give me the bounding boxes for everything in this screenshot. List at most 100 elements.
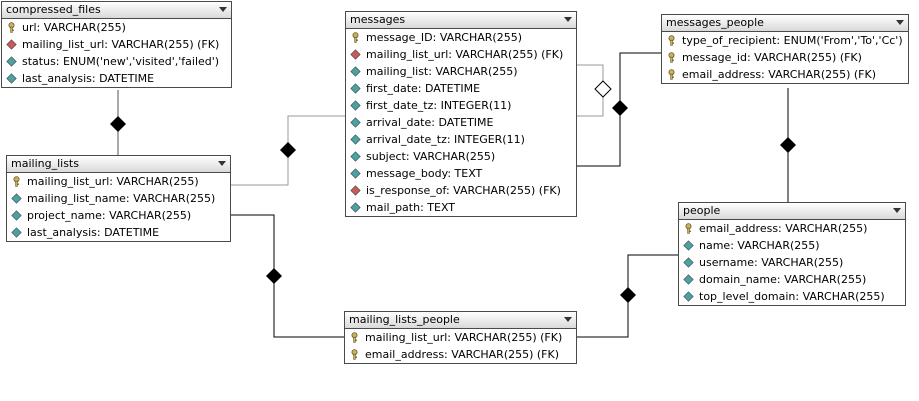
- table-column-row[interactable]: arrival_date: DATETIME: [346, 114, 576, 131]
- column-label: first_date: DATETIME: [366, 82, 481, 95]
- table-messages-people[interactable]: messages_people type_of_recipient: ENUM(…: [661, 14, 909, 84]
- chevron-down-icon[interactable]: [896, 20, 904, 25]
- table-column-row[interactable]: first_date: DATETIME: [346, 80, 576, 97]
- column-label: email_address: VARCHAR(255) (FK): [682, 68, 877, 81]
- column-icon: [11, 227, 22, 238]
- table-column-row[interactable]: message_body: TEXT: [346, 165, 576, 182]
- column-label: mail_path: TEXT: [366, 201, 456, 214]
- table-column-row[interactable]: mailing_list_url: VARCHAR(255) (FK): [2, 36, 231, 53]
- foreign-key-icon: [350, 49, 361, 60]
- column-icon: [350, 168, 361, 179]
- table-column-row[interactable]: username: VARCHAR(255): [679, 254, 905, 271]
- column-label: mailing_list_url: VARCHAR(255) (FK): [22, 38, 220, 51]
- table-column-row[interactable]: arrival_date_tz: INTEGER(11): [346, 131, 576, 148]
- table-title: compressed_files: [6, 3, 101, 16]
- column-label: status: ENUM('new','visited','failed'): [22, 55, 220, 68]
- table-column-row[interactable]: type_of_recipient: ENUM('From','To','Cc'…: [662, 32, 908, 49]
- table-column-row[interactable]: mail_path: TEXT: [346, 199, 576, 216]
- foreign-key-icon: [6, 39, 17, 50]
- column-label: subject: VARCHAR(255): [366, 150, 496, 163]
- column-label: arrival_date_tz: INTEGER(11): [366, 133, 525, 146]
- table-column-row[interactable]: email_address: VARCHAR(255) (FK): [662, 66, 908, 83]
- table-header[interactable]: mailing_lists: [7, 156, 230, 173]
- table-header[interactable]: people: [679, 203, 905, 220]
- table-column-row[interactable]: last_analysis: DATETIME: [2, 70, 231, 87]
- table-mailing-lists[interactable]: mailing_lists mailing_list_url: VARCHAR(…: [6, 155, 231, 242]
- table-column-row[interactable]: url: VARCHAR(255): [2, 19, 231, 36]
- column-icon: [350, 134, 361, 145]
- column-icon: [11, 210, 22, 221]
- filled-diamond-icon: [266, 268, 282, 284]
- column-label: last_analysis: DATETIME: [27, 226, 160, 239]
- column-label: domain_name: VARCHAR(255): [699, 273, 867, 286]
- column-label: mailing_list_url: VARCHAR(255) (FK): [366, 48, 564, 61]
- table-column-row[interactable]: domain_name: VARCHAR(255): [679, 271, 905, 288]
- column-icon: [350, 202, 361, 213]
- column-label: last_analysis: DATETIME: [22, 72, 155, 85]
- filled-diamond-icon: [780, 137, 796, 153]
- key-icon: [349, 349, 360, 360]
- table-column-row[interactable]: message_ID: VARCHAR(255): [346, 29, 576, 46]
- table-title: mailing_lists: [11, 157, 79, 170]
- table-header[interactable]: messages: [346, 12, 576, 29]
- column-label: mailing_list_name: VARCHAR(255): [27, 192, 216, 205]
- column-label: top_level_domain: VARCHAR(255): [699, 290, 885, 303]
- table-column-row[interactable]: last_analysis: DATETIME: [7, 224, 230, 241]
- table-title: messages: [350, 13, 406, 26]
- table-column-row[interactable]: first_date_tz: INTEGER(11): [346, 97, 576, 114]
- column-icon: [683, 240, 694, 251]
- table-column-row[interactable]: mailing_list_url: VARCHAR(255) (FK): [345, 329, 576, 346]
- table-column-row[interactable]: mailing_list_url: VARCHAR(255): [7, 173, 230, 190]
- key-icon: [666, 52, 677, 63]
- column-label: mailing_list: VARCHAR(255): [366, 65, 518, 78]
- table-column-row[interactable]: email_address: VARCHAR(255) (FK): [345, 346, 576, 363]
- table-people[interactable]: people email_address: VARCHAR(255) name: …: [678, 202, 906, 306]
- column-icon: [350, 83, 361, 94]
- table-header[interactable]: mailing_lists_people: [345, 312, 576, 329]
- table-column-row[interactable]: mailing_list: VARCHAR(255): [346, 63, 576, 80]
- table-column-row[interactable]: name: VARCHAR(255): [679, 237, 905, 254]
- table-column-row[interactable]: is_response_of: VARCHAR(255) (FK): [346, 182, 576, 199]
- column-label: url: VARCHAR(255): [22, 21, 126, 34]
- chevron-down-icon[interactable]: [893, 208, 901, 213]
- table-column-row[interactable]: project_name: VARCHAR(255): [7, 207, 230, 224]
- column-label: email_address: VARCHAR(255): [699, 222, 868, 235]
- column-label: project_name: VARCHAR(255): [27, 209, 192, 222]
- key-icon: [350, 32, 361, 43]
- chevron-down-icon[interactable]: [564, 317, 572, 322]
- column-label: name: VARCHAR(255): [699, 239, 820, 252]
- column-icon: [350, 66, 361, 77]
- table-column-row[interactable]: message_id: VARCHAR(255) (FK): [662, 49, 908, 66]
- table-column-row[interactable]: top_level_domain: VARCHAR(255): [679, 288, 905, 305]
- key-icon: [6, 22, 17, 33]
- filled-diamond-icon: [612, 100, 628, 116]
- chevron-down-icon[interactable]: [564, 17, 572, 22]
- column-label: email_address: VARCHAR(255) (FK): [365, 348, 560, 361]
- table-column-row[interactable]: mailing_list_name: VARCHAR(255): [7, 190, 230, 207]
- table-column-row[interactable]: email_address: VARCHAR(255): [679, 220, 905, 237]
- column-icon: [350, 151, 361, 162]
- table-messages[interactable]: messages message_ID: VARCHAR(255) mailing…: [345, 11, 577, 217]
- key-icon: [349, 332, 360, 343]
- column-icon: [6, 56, 17, 67]
- table-header[interactable]: compressed_files: [2, 2, 231, 19]
- table-header[interactable]: messages_people: [662, 15, 908, 32]
- filled-diamond-icon: [620, 287, 636, 303]
- column-icon: [683, 274, 694, 285]
- filled-diamond-icon: [280, 142, 296, 158]
- table-mailing-lists-people[interactable]: mailing_lists_people mailing_list_url: V…: [344, 311, 577, 364]
- chevron-down-icon[interactable]: [218, 161, 226, 166]
- column-label: message_body: TEXT: [366, 167, 483, 180]
- table-compressed-files[interactable]: compressed_files url: VARCHAR(255) mailin…: [1, 1, 232, 88]
- table-column-row[interactable]: status: ENUM('new','visited','failed'): [2, 53, 231, 70]
- key-icon: [683, 223, 694, 234]
- chevron-down-icon[interactable]: [219, 7, 227, 12]
- column-label: username: VARCHAR(255): [699, 256, 844, 269]
- column-label: type_of_recipient: ENUM('From','To','Cc'…: [682, 34, 903, 47]
- key-icon: [666, 69, 677, 80]
- table-column-row[interactable]: subject: VARCHAR(255): [346, 148, 576, 165]
- table-column-row[interactable]: mailing_list_url: VARCHAR(255) (FK): [346, 46, 576, 63]
- column-icon: [683, 291, 694, 302]
- table-title: messages_people: [666, 16, 764, 29]
- open-diamond-icon: [594, 80, 612, 98]
